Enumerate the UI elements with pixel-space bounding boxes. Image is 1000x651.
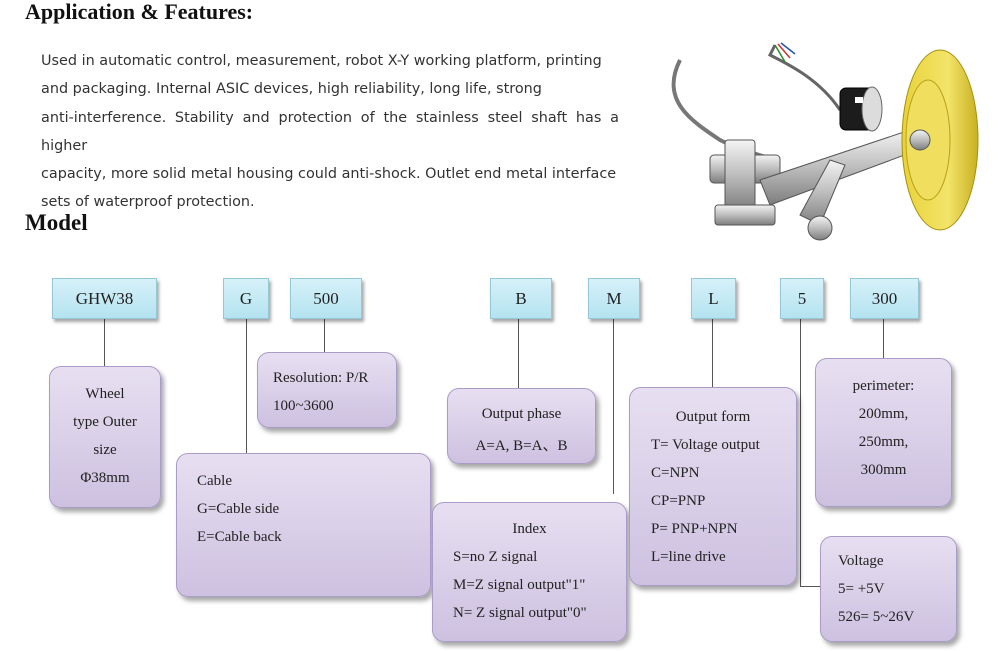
description-line: and packaging. Internal ASIC devices, hi…	[41, 81, 542, 98]
cable-box: Cable G=Cable side E=Cable back	[176, 453, 431, 597]
box-line: 300mm	[860, 462, 907, 478]
output-form-box: Output form T= Voltage output C=NPN CP=P…	[629, 387, 797, 586]
connector-line	[613, 318, 614, 494]
box-line: 526= 5~26V	[838, 609, 915, 625]
application-description: Used in automatic control, measurement, …	[41, 47, 619, 217]
index-box: Index S=no Z signal M=Z signal output"1"…	[432, 502, 627, 642]
code-resolution: 500	[290, 278, 362, 319]
description-line: sets of waterproof protection.	[41, 194, 255, 211]
description-line: Used in automatic control, measurement, …	[41, 53, 602, 69]
model-heading: Model	[25, 210, 88, 235]
code-voltage-5: 5	[780, 278, 824, 319]
encoder-product-photo	[671, 42, 979, 241]
box-line: Cable	[197, 473, 232, 489]
resolution-box: Resolution: P/R 100~3600	[257, 352, 397, 428]
box-line: C=NPN	[651, 465, 700, 481]
connector-line	[883, 318, 884, 358]
box-line: type Outer	[73, 414, 137, 430]
box-line: M=Z signal output"1"	[453, 577, 586, 593]
box-line: size	[93, 442, 117, 458]
connector-line	[104, 318, 105, 366]
box-line: CP=PNP	[651, 493, 706, 509]
box-line: G=Cable side	[197, 501, 280, 517]
box-line: E=Cable back	[197, 529, 282, 545]
box-line: Resolution: P/R	[273, 370, 369, 386]
box-line: A=A, B=A、B	[475, 438, 568, 454]
description-line: capacity, more solid metal housing could…	[41, 166, 617, 183]
code-cable-g: G	[223, 278, 269, 319]
box-line: 100~3600	[273, 398, 334, 414]
output-phase-box: Output phase A=A, B=A、B	[447, 388, 596, 464]
box-line: Voltage	[838, 553, 884, 569]
application-features-heading: Application & Features:	[25, 0, 254, 24]
box-line: T= Voltage output	[651, 437, 760, 453]
description-line: anti-interference. Stability and protect…	[41, 109, 619, 154]
box-line: Wheel	[85, 386, 125, 402]
box-line: L=line drive	[651, 549, 726, 565]
box-line: S=no Z signal	[453, 549, 538, 565]
box-line: P= PNP+NPN	[651, 521, 738, 537]
code-model-ghw38: GHW38	[52, 278, 157, 319]
box-line: Φ38mm	[80, 470, 130, 486]
box-line: N= Z signal output"0"	[453, 605, 587, 621]
box-line: 200mm,	[858, 406, 909, 422]
voltage-box: Voltage 5= +5V 526= 5~26V	[820, 536, 957, 642]
perimeter-box: perimeter: 200mm, 250mm, 300mm	[815, 358, 952, 507]
connector-line	[800, 586, 820, 587]
wheel-size-box: Wheel type Outer size Φ38mm	[49, 366, 161, 508]
code-output-l: L	[691, 278, 736, 319]
box-line: Output phase	[481, 406, 562, 422]
box-line: Output form	[675, 409, 751, 425]
connector-line	[712, 318, 713, 387]
connector-line	[246, 318, 247, 453]
connector-line	[518, 318, 519, 388]
connector-line	[324, 318, 325, 352]
connector-line	[800, 318, 801, 586]
box-line: Index	[512, 521, 547, 537]
box-line: perimeter:	[852, 378, 915, 394]
box-line: 250mm,	[858, 434, 909, 450]
code-perimeter-300: 300	[850, 278, 919, 319]
box-line: 5= +5V	[838, 581, 885, 597]
code-phase-b: B	[490, 278, 552, 319]
code-index-m: M	[588, 278, 640, 319]
